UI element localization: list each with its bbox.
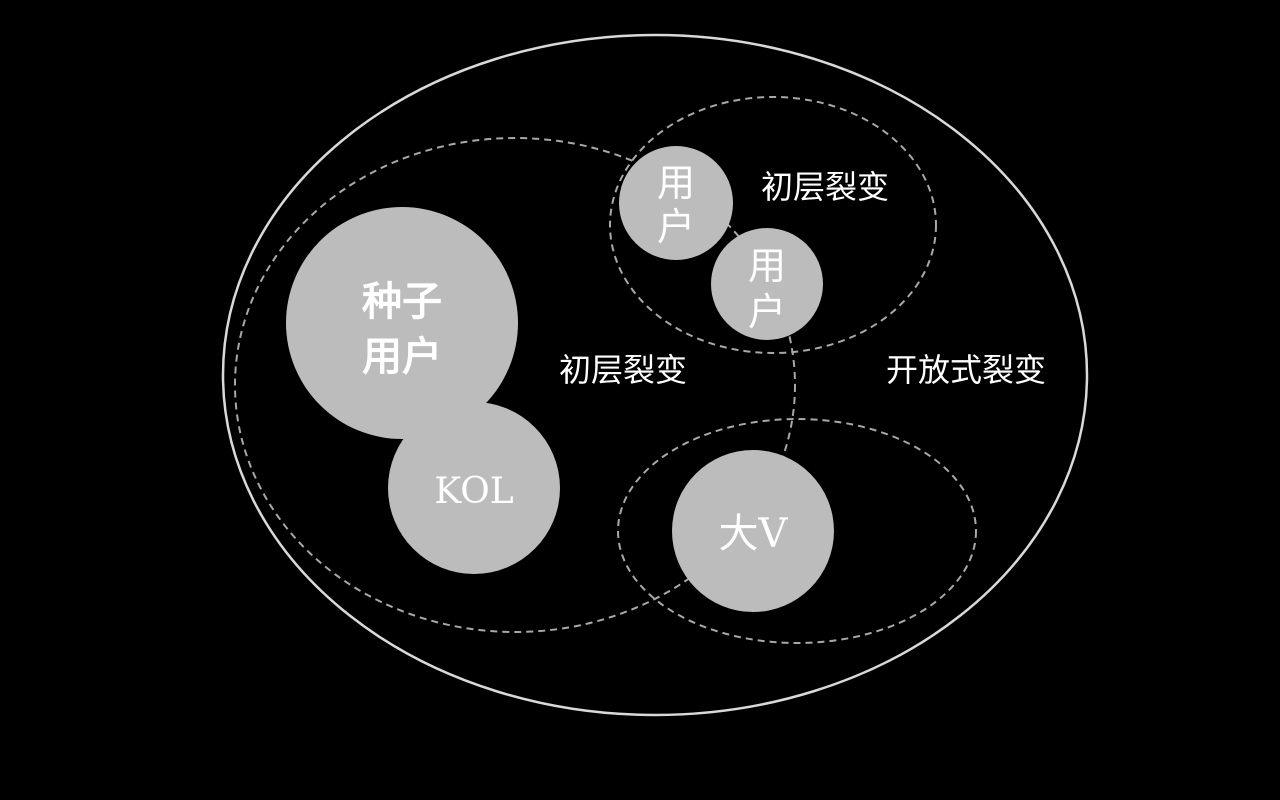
top-right-dashed-ellipse <box>609 96 937 354</box>
user-b-node <box>711 228 823 340</box>
initial-fission-top-label: 初层裂变 <box>761 168 889 206</box>
big-v-label: 大V <box>719 511 789 557</box>
seed-user-label-line1: 种子 <box>362 278 442 325</box>
user-a-label-line1: 用 <box>657 161 695 205</box>
initial-fission-left-label: 初层裂变 <box>559 351 687 389</box>
seed-user-label-line2: 用户 <box>362 333 442 380</box>
open-fission-label: 开放式裂变 <box>886 351 1046 389</box>
user-a-label-line2: 户 <box>657 205 695 249</box>
outer-ellipse <box>221 33 1089 717</box>
bottom-right-dashed-ellipse <box>617 418 977 644</box>
kol-node <box>388 402 560 574</box>
left-dashed-ellipse <box>234 137 796 633</box>
user-b-label-line2: 户 <box>748 290 786 334</box>
user-b-label-line1: 用 <box>748 244 786 288</box>
kol-label: KOL <box>434 471 513 512</box>
big-v-node <box>672 450 834 612</box>
seed-user-node <box>286 207 518 439</box>
user-a-node <box>619 146 733 260</box>
